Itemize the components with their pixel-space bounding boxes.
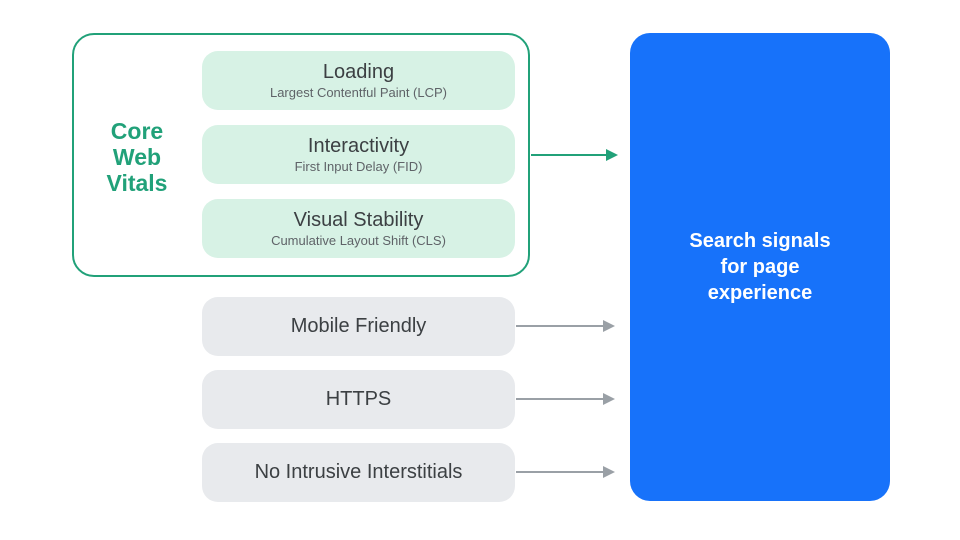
vital-subtitle: First Input Delay (FID) [294, 159, 423, 174]
mobile-friendly-arrow-icon [516, 320, 615, 332]
core-web-vitals-label-line: Web [112, 144, 162, 170]
vital-subtitle: Cumulative Layout Shift (CLS) [271, 233, 446, 248]
core-web-vitals-arrow-icon [531, 149, 618, 161]
search-signals-label-line: for page [720, 256, 800, 278]
vital-title: Loading [322, 61, 395, 83]
vital-pill-visual-stability: Visual Stability Cumulative Layout Shift… [202, 199, 515, 258]
vital-pill-interactivity: Interactivity First Input Delay (FID) [202, 125, 515, 184]
vital-title: Visual Stability [293, 209, 424, 231]
signal-pill-https: HTTPS [202, 370, 515, 429]
search-signals-label-line: experience [707, 282, 813, 304]
https-arrow-icon [516, 393, 615, 405]
vital-pill-loading: Loading Largest Contentful Paint (LCP) [202, 51, 515, 110]
core-web-vitals-label-line: Core [110, 118, 164, 144]
search-signals-box: Search signals for page experience [630, 33, 890, 501]
search-signals-label: Search signals for page experience [689, 228, 830, 306]
signal-pill-mobile-friendly: Mobile Friendly [202, 297, 515, 356]
core-web-vitals-label: Core Web Vitals [72, 118, 202, 196]
signal-label: No Intrusive Interstitials [254, 461, 463, 483]
signal-pill-no-intrusive-interstitials: No Intrusive Interstitials [202, 443, 515, 502]
core-web-vitals-label-line: Vitals [106, 170, 168, 196]
signal-label: HTTPS [325, 388, 392, 410]
signal-label: Mobile Friendly [290, 315, 427, 337]
search-signals-label-line: Search signals [689, 230, 831, 252]
vital-title: Interactivity [307, 135, 410, 157]
vital-subtitle: Largest Contentful Paint (LCP) [269, 85, 448, 100]
no-intrusive-interstitials-arrow-icon [516, 466, 615, 478]
